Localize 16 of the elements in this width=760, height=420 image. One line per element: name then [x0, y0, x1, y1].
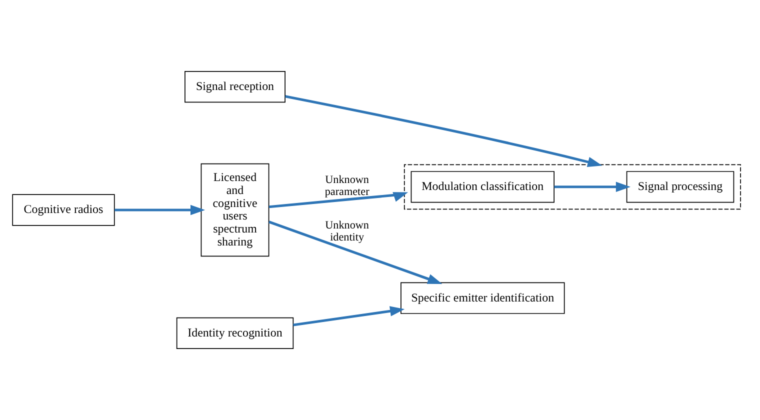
- node-box: Cognitive radios: [12, 194, 115, 226]
- arrow: [268, 192, 408, 208]
- node-box: Signal reception: [184, 71, 286, 103]
- edge-label: Unknown identity: [325, 219, 369, 244]
- arrow: [554, 182, 630, 192]
- cluster: [404, 164, 741, 210]
- arrow: [268, 220, 442, 284]
- node-box: Licensed and cognitive users spectrum sharing: [200, 163, 270, 257]
- arrow: [285, 95, 602, 167]
- node-box: Identity recognition: [176, 317, 294, 349]
- edge-label: Unknown parameter: [324, 174, 370, 198]
- arrow: [293, 306, 405, 326]
- node-box: Modulation classification: [410, 171, 554, 203]
- node-box: Signal processing: [626, 171, 734, 203]
- arrow: [114, 204, 206, 216]
- node-box: Specific emitter identification: [400, 282, 565, 314]
